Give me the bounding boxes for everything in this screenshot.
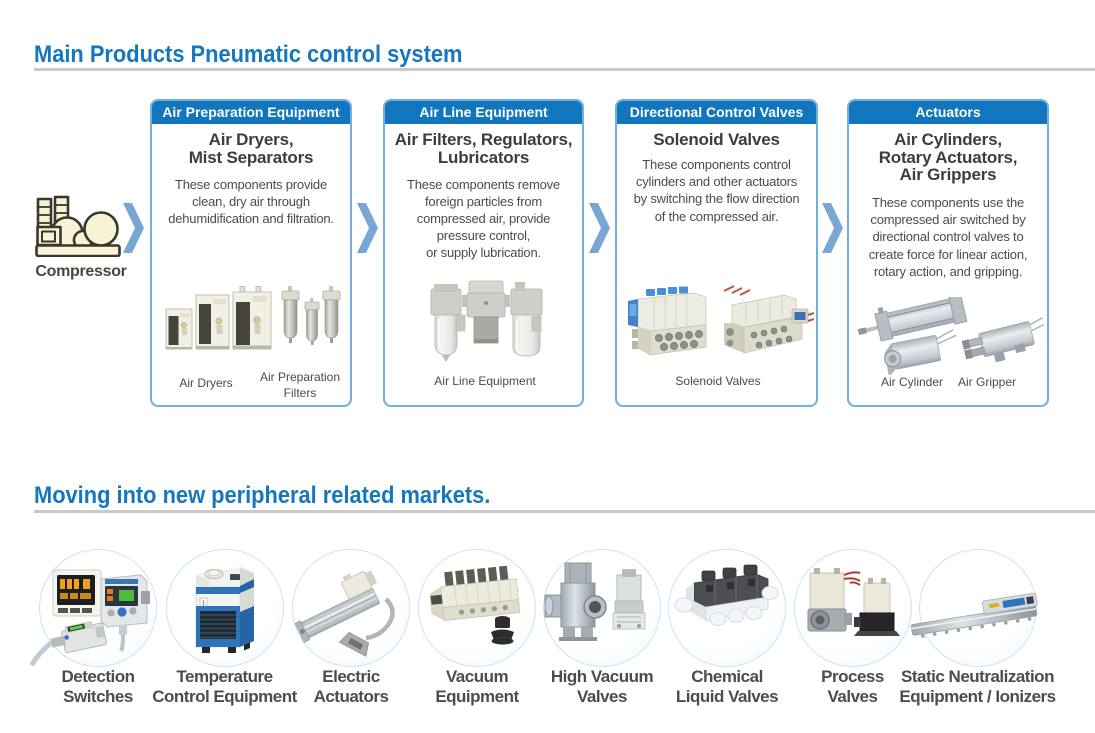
- card-title: Air Filters, Regulators, Lubricators: [394, 130, 573, 167]
- product-caption: Air Gripper: [957, 375, 1017, 389]
- product-caption: Air Line Equipment: [434, 374, 536, 388]
- card-header: Directional Control Valves: [617, 101, 816, 124]
- detection-switches-image: [29, 569, 150, 667]
- card-description: These components use the compressed air …: [868, 195, 1028, 279]
- market-item-temperature-control-equipment: [165, 549, 284, 667]
- card-air-preparation-equipment: Air Preparation Equipment Air Dryers, Mi…: [150, 99, 352, 407]
- market-label: Detection Switches: [61, 667, 135, 706]
- compressor-label: Compressor: [35, 263, 127, 280]
- market-label: Process Valves: [821, 667, 884, 706]
- process-valves-image: [807, 568, 900, 636]
- card-header: Air Preparation Equipment: [152, 101, 350, 124]
- card-title: Air Dryers, Mist Separators: [188, 130, 314, 167]
- card-description: These components provide clean, dry air …: [168, 176, 334, 226]
- market-label: High Vacuum Valves: [550, 667, 654, 706]
- product-caption: Air Preparation Filters: [259, 370, 341, 400]
- market-item-chemical-liquid-valves: [668, 549, 786, 667]
- card-header: Air Line Equipment: [385, 101, 582, 124]
- market-item-detection-switches: [29, 549, 157, 667]
- product-caption: Solenoid Valves: [675, 374, 761, 388]
- card-title: Air Cylinders, Rotary Actuators, Air Gri…: [878, 130, 1018, 184]
- market-item-high-vacuum-valves: [543, 549, 661, 667]
- flow-arrow-icon: [822, 203, 843, 253]
- market-item-vacuum-equipment: [418, 549, 536, 667]
- air-dryers-and-filters-image: [165, 286, 341, 350]
- high-vacuum-valves-image: [544, 562, 646, 641]
- card-header: Actuators: [849, 101, 1047, 124]
- card-description: These components control cylinders and o…: [633, 157, 800, 224]
- chemical-liquid-valves-image: [674, 564, 779, 626]
- card-directional-control-valves: Directional Control Valves Solenoid Valv…: [615, 99, 818, 407]
- peripheral-markets-title: Moving into new peripheral related marke…: [34, 481, 491, 509]
- product-caption: Air Cylinder: [880, 375, 944, 389]
- market-item-process-valves: [793, 549, 912, 667]
- ionizer-image: [910, 592, 1038, 638]
- solenoid-valves-image: [628, 285, 814, 356]
- vacuum-equipment-image: [429, 565, 521, 645]
- flow-arrow-icon: [123, 203, 144, 253]
- card-title: Solenoid Valves: [653, 130, 780, 149]
- market-item-static-neutralization: [910, 549, 1038, 667]
- market-label: Static Neutralization Equipment / Ionize…: [899, 667, 1056, 706]
- card-description: These components remove foreign particle…: [407, 176, 560, 261]
- market-label: Electric Actuators: [313, 667, 389, 706]
- air-line-equipment-image: [430, 280, 543, 362]
- card-air-line-equipment: Air Line Equipment Air Filters, Regulato…: [383, 99, 584, 407]
- compressor-icon: [35, 195, 121, 258]
- market-label: Vacuum Equipment: [435, 667, 519, 706]
- card-actuators: Actuators Air Cylinders, Rotary Actuator…: [847, 99, 1049, 407]
- air-cylinders-and-gripper-image: [857, 297, 1045, 375]
- compressor-figure: [35, 189, 121, 258]
- market-label: Temperature Control Equipment: [152, 667, 297, 706]
- market-item-electric-actuators: [292, 549, 410, 667]
- market-label: Chemical Liquid Valves: [675, 667, 779, 706]
- main-products-divider: [34, 68, 1095, 71]
- flow-arrow-icon: [357, 203, 378, 253]
- main-products-title: Main Products Pneumatic control system: [34, 40, 463, 68]
- electric-actuators-image: [294, 570, 395, 657]
- temperature-control-equipment-image: [195, 567, 254, 653]
- product-caption: Air Dryers: [179, 376, 233, 390]
- peripheral-markets-divider: [34, 510, 1095, 513]
- flow-arrow-icon: [589, 203, 610, 253]
